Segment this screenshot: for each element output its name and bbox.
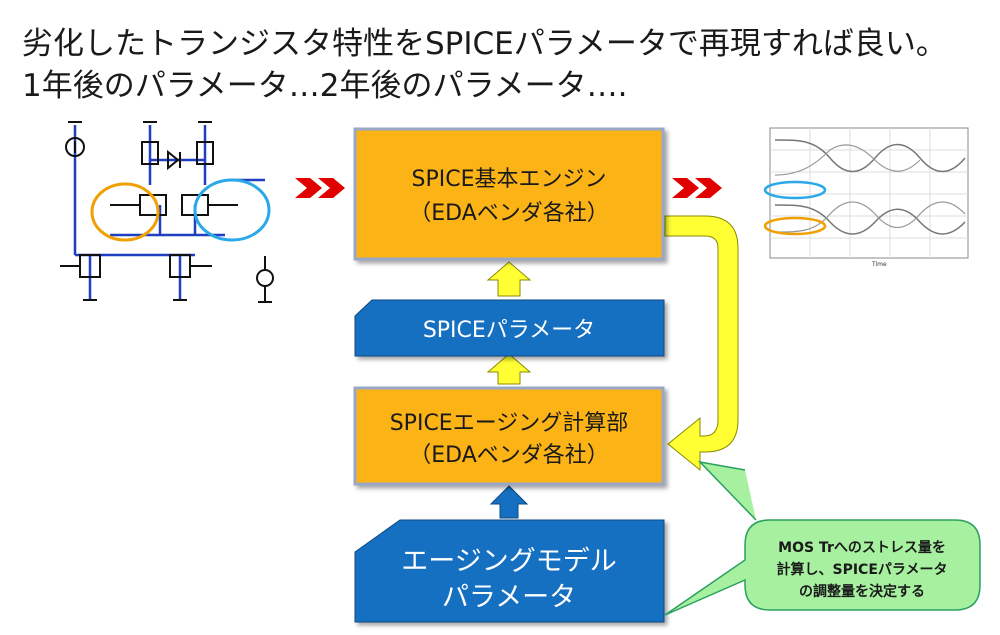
model-box-line1: エージングモデル bbox=[401, 546, 616, 577]
param-box-label: SPICEパラメータ bbox=[423, 318, 595, 343]
aging-box: SPICEエージング計算部 （EDAベンダ各社） bbox=[353, 386, 665, 486]
param-box: SPICEパラメータ bbox=[354, 299, 665, 357]
circuit-schematic bbox=[60, 121, 274, 303]
highlight-circle-blue bbox=[193, 178, 271, 242]
callout-line3: の調整量を決定する bbox=[799, 583, 925, 600]
callout-line2: 計算し、SPICEパラメータ bbox=[777, 561, 948, 578]
chevron-arrow-right bbox=[672, 178, 722, 198]
waveform-xlabel: Time bbox=[871, 261, 887, 268]
aging-box-line2: （EDAベンダ各社） bbox=[409, 443, 609, 468]
highlight-circle-orange bbox=[90, 182, 160, 242]
feedback-arrow-curved bbox=[664, 215, 739, 472]
callout-note: MOS Trへのストレス量を 計算し、SPICEパラメータ の調整量を決定する bbox=[664, 460, 981, 616]
waveform-marker-blue bbox=[763, 180, 827, 200]
engine-box: SPICE基本エンジン （EDAベンダ各社） bbox=[353, 127, 665, 261]
model-box-line2: パラメータ bbox=[442, 582, 576, 613]
headline-line-2: 1年後のパラメータ…2年後のパラメータ…. bbox=[22, 68, 628, 104]
callout-line1: MOS Trへのストレス量を bbox=[778, 540, 946, 556]
model-box: エージングモデル パラメータ bbox=[354, 519, 665, 623]
arrow-up-yellow-bottom bbox=[486, 353, 532, 385]
waveform-thumbnail: Time bbox=[763, 127, 969, 268]
engine-box-line1: SPICE基本エンジン bbox=[412, 167, 607, 192]
waveform-marker-orange bbox=[763, 216, 827, 236]
headline-line-1: 劣化したトランジスタ特性をSPICEパラメータで再現すれば良い。 bbox=[22, 26, 947, 62]
chevron-arrow-left bbox=[295, 178, 345, 198]
aging-box-line1: SPICEエージング計算部 bbox=[390, 411, 629, 436]
arrow-up-yellow-top bbox=[486, 261, 532, 297]
engine-box-line2: （EDAベンダ各社） bbox=[409, 201, 609, 226]
arrow-up-blue bbox=[489, 485, 529, 519]
